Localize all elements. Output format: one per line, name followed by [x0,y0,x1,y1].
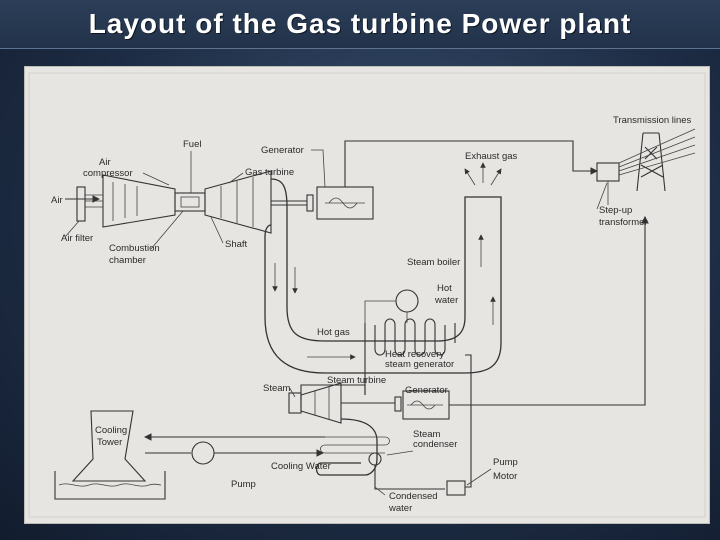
label-cooling-tower-2: Tower [97,437,122,448]
label-air: Air [51,195,63,206]
label-hot-water-2: water [434,295,458,306]
label-condensed-water-1: Condensed [389,491,438,502]
diagram-image: Fuel Generator Air compressor Gas turbin… [24,66,710,524]
label-exhaust-gas: Exhaust gas [465,151,518,162]
label-transmission-lines: Transmission lines [613,115,692,126]
label-air-filter: Air filter [61,233,93,244]
label-hot-gas: Hot gas [317,327,350,338]
label-shaft: Shaft [225,239,248,250]
label-steam-boiler: Steam boiler [407,257,460,268]
label-steam-turbine: Steam turbine [327,375,386,386]
gas-turbine-plant-diagram: Fuel Generator Air compressor Gas turbin… [25,67,709,523]
label-pump-motor-1: Pump [493,457,518,468]
label-fuel: Fuel [183,139,201,150]
label-combustion-chamber-1: Combustion [109,243,160,254]
label-hrsg-2: steam generator [385,359,454,370]
label-steam-condenser-2: condenser [413,439,457,450]
label-steam: Steam [263,383,291,394]
label-cooling-tower-1: Cooling [95,425,127,436]
label-hot-water-1: Hot [437,283,452,294]
label-step-up-1: Step-up [599,205,632,216]
label-air-compressor-2: compressor [83,168,133,179]
label-gas-turbine: Gas turbine [245,167,294,178]
label-pump: Pump [231,479,256,490]
label-cooling-water: Cooling Water [271,461,331,472]
slide-title: Layout of the Gas turbine Power plant [89,8,632,40]
label-generator-bottom: Generator [405,385,448,396]
label-combustion-chamber-2: chamber [109,255,146,266]
label-pump-motor-2: Motor [493,471,517,482]
label-generator-top: Generator [261,145,304,156]
label-air-compressor-1: Air [99,157,111,168]
label-condensed-water-2: water [388,503,412,514]
title-bar: Layout of the Gas turbine Power plant [0,0,720,49]
label-step-up-2: transformer [599,217,648,228]
